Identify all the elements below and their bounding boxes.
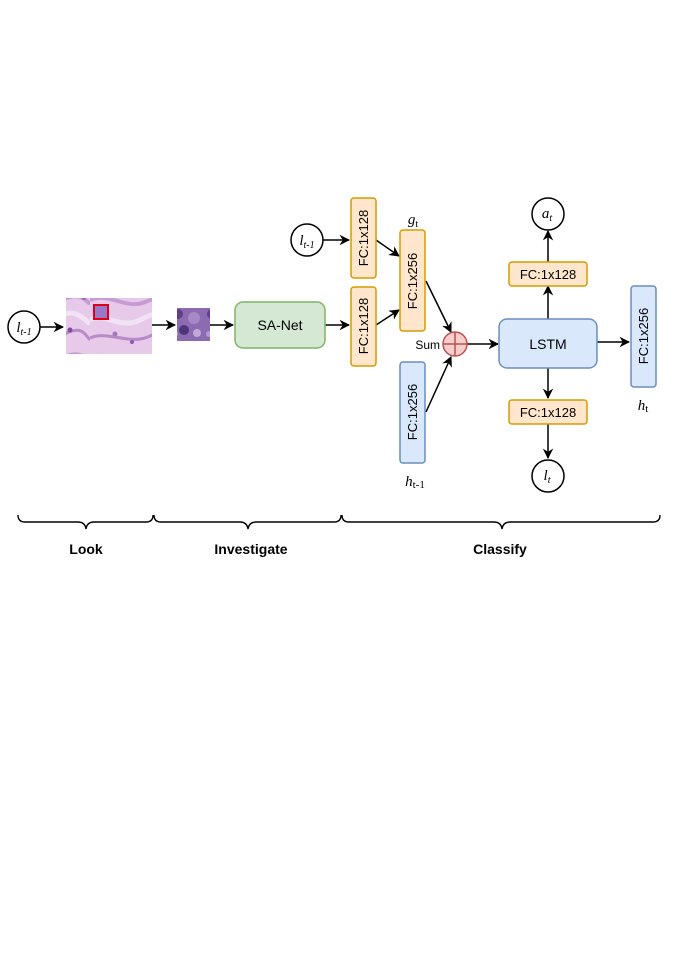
arrow-hprev-to-sum (425, 356, 452, 413)
fc-action-128-label: FC:1x128 (520, 267, 576, 282)
fc-h-256-label: FC:1x256 (636, 308, 651, 364)
sa-net-block: SA-Net (234, 301, 326, 349)
node-l-input: lt-1 (7, 310, 41, 344)
node-l-input-base: l (16, 320, 20, 336)
h-prev-base: h (405, 474, 413, 490)
histology-image (66, 298, 152, 354)
fc-g-256-block: FC:1x256 (399, 229, 426, 332)
brace-look (17, 514, 154, 530)
svg-text:lt-1: lt-1 (299, 233, 314, 251)
sum-label: Sum (415, 338, 440, 352)
glimpse-location-box (93, 304, 109, 320)
fc-img-128-label: FC:1x128 (356, 298, 371, 354)
h-t-sub: t (645, 403, 648, 415)
h-prev-label: ht-1 (405, 474, 425, 491)
arrow-fc128bot-to-fc256 (375, 309, 400, 326)
node-l-input-sub: t-1 (21, 327, 32, 338)
g-t-base: g (408, 212, 416, 228)
svg-text:lt: lt (544, 468, 551, 486)
fc-loc-out-128-block: FC:1x128 (508, 399, 588, 425)
lstm-block: LSTM (498, 318, 598, 369)
phase-investigate-label: Investigate (214, 541, 287, 557)
svg-text:at: at (542, 206, 553, 224)
brace-investigate (153, 514, 342, 530)
arrow-fc128top-to-fc256 (375, 239, 400, 257)
node-l-out-sub: t (548, 475, 551, 486)
sum-node: Sum (415, 331, 468, 357)
svg-text:lt-1: lt-1 (16, 320, 31, 338)
fc-action-128-block: FC:1x128 (508, 261, 588, 287)
arrow-fc256-to-sum (425, 280, 452, 333)
glimpse-patch (177, 308, 210, 341)
fc-loc-out-128-label: FC:1x128 (520, 405, 576, 420)
brace-classify (341, 514, 661, 530)
fc-hprev-256-block: FC:1x256 (399, 361, 426, 464)
fc-loc-128-label: FC:1x128 (356, 210, 371, 266)
sa-net-label: SA-Net (257, 317, 302, 333)
node-a-output: at (531, 197, 565, 231)
fc-img-128-block: FC:1x128 (350, 286, 377, 367)
node-l-output: lt (531, 459, 565, 493)
fc-h-256-block: FC:1x256 (630, 285, 657, 388)
lstm-label: LSTM (529, 336, 566, 352)
phase-classify-label: Classify (473, 541, 527, 557)
fc-hprev-256-label: FC:1x256 (405, 384, 420, 440)
node-l-out-base: l (544, 468, 548, 484)
node-a-sub: t (549, 213, 552, 224)
phase-look-label: Look (69, 541, 103, 557)
h-t-label: ht (638, 398, 649, 415)
g-t-label: gt (408, 212, 419, 230)
node-l-glimpse-base: l (299, 233, 303, 249)
g-t-sub: t (415, 219, 418, 230)
h-prev-sub: t-1 (413, 479, 425, 491)
node-a-base: a (542, 206, 550, 222)
phase-braces (17, 514, 661, 530)
h-t-base: h (638, 398, 646, 414)
node-l-glimpse-sub: t-1 (304, 240, 315, 251)
fc-g-256-label: FC:1x256 (405, 253, 420, 309)
connectors (40, 229, 631, 460)
fc-loc-128-block: FC:1x128 (350, 197, 377, 279)
node-l-glimpse: lt-1 (290, 223, 324, 257)
